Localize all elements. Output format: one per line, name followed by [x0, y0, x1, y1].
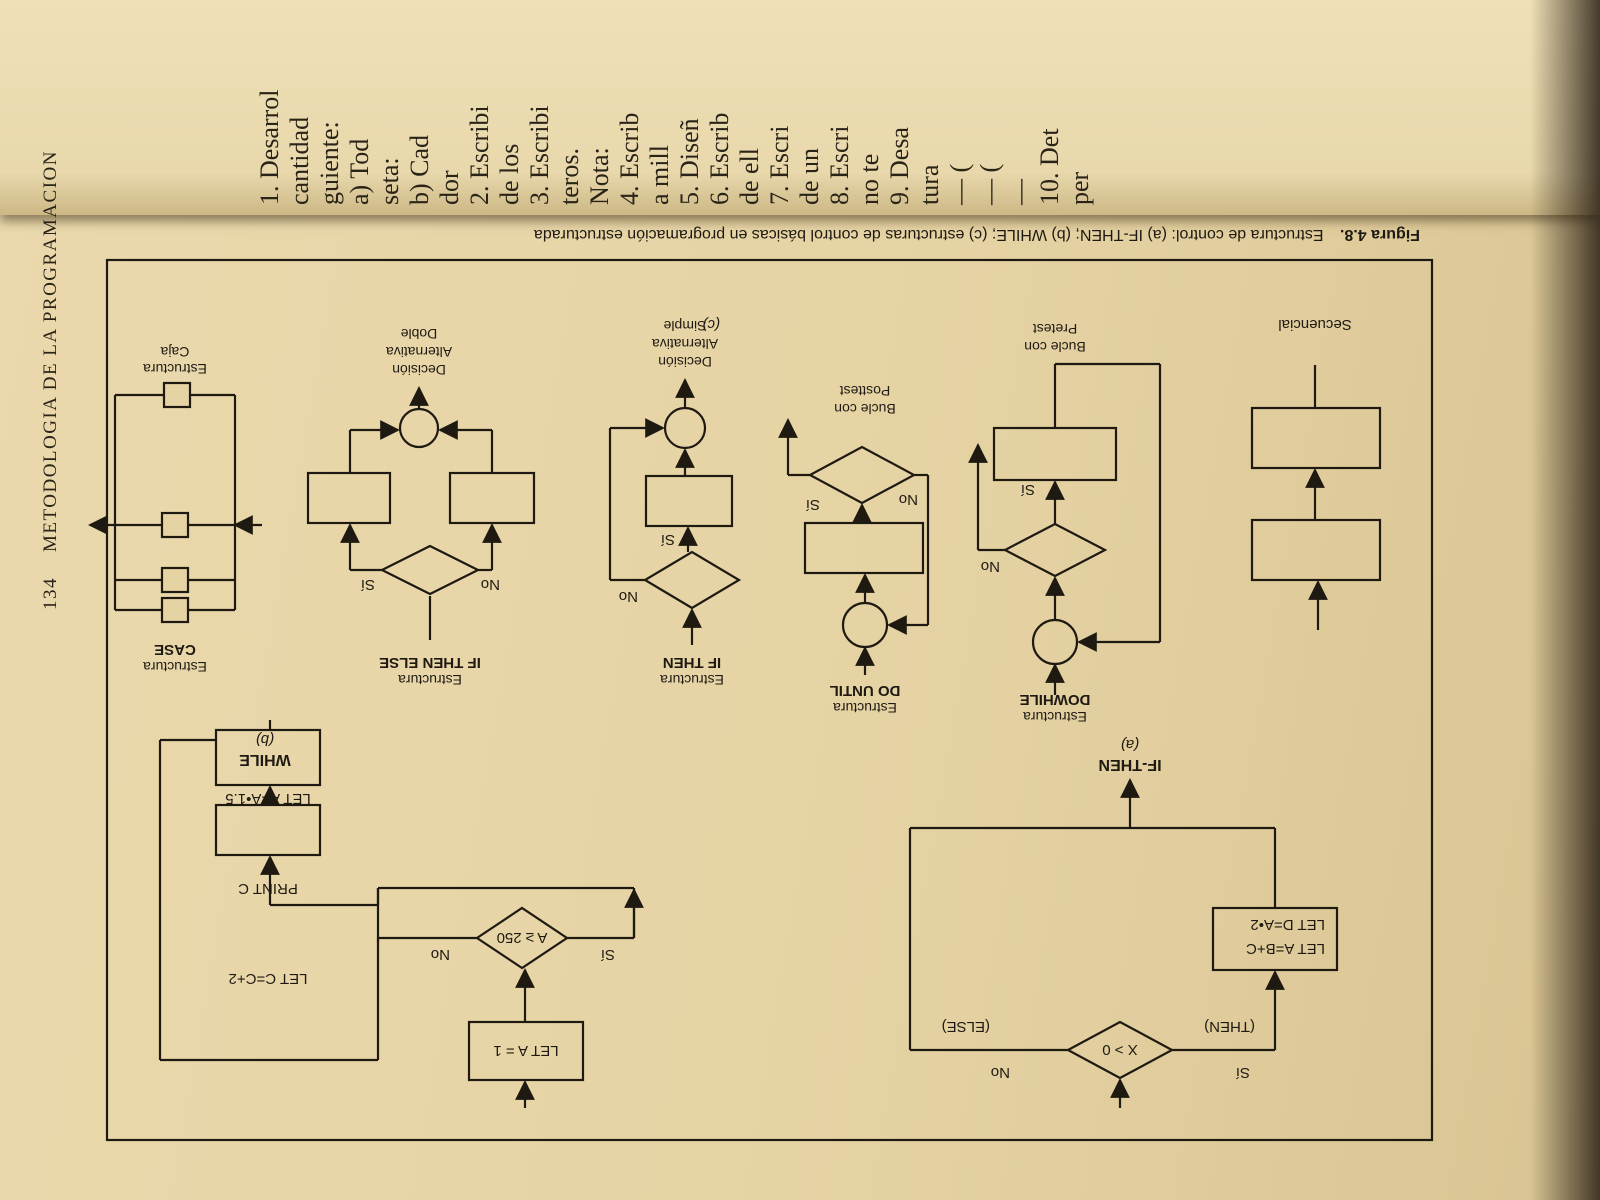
no-label: No: [899, 491, 918, 508]
yes-label: Sí: [360, 576, 375, 593]
figure-frame: [105, 258, 1434, 1142]
panel-c-dowhile: [968, 362, 1162, 695]
process-box: [803, 521, 925, 575]
structure-name: Estructura: [833, 700, 897, 716]
no-label: No: [431, 946, 450, 963]
structure-name: Estructura: [660, 672, 724, 688]
caption-text: Simple: [663, 318, 706, 334]
statement-text: LET D=A•2: [1250, 916, 1325, 933]
no-label: No: [619, 588, 638, 605]
case-box: [160, 566, 190, 594]
panel-letter: (c): [703, 316, 721, 333]
panel-c-ifthen: [608, 378, 742, 645]
figure-caption: Figura 4.8. Estructura de control: (a) I…: [534, 226, 1420, 243]
structure-name: IF THEN: [663, 654, 721, 671]
structure-name: DO UNTIL: [830, 682, 901, 699]
process-box: [1250, 518, 1382, 582]
statement-text: PRINT C: [238, 880, 298, 897]
caption-text: Bucle con: [1024, 339, 1085, 355]
process-box: [214, 803, 322, 857]
statement-text: LET C=C+2: [229, 970, 308, 987]
decision-diamond: [475, 906, 569, 970]
no-label: No: [981, 558, 1000, 575]
panel-letter: (b): [256, 731, 274, 748]
caption-text: Alternativa: [652, 336, 718, 352]
structure-name: Estructura: [1023, 709, 1087, 725]
structure-name: Estructura: [398, 672, 462, 688]
condition-text: X > 0: [1102, 1041, 1137, 1058]
decision-diamond: [1065, 1020, 1175, 1080]
panel-c-case: [88, 381, 262, 624]
panel-b: [158, 720, 644, 1108]
decision-diamond: [1002, 522, 1108, 578]
panel-c-dountil: [778, 418, 930, 675]
caption-body: Estructura de control: (a) IF-THEN; (b) …: [534, 226, 1324, 243]
caption-text: Posttest: [840, 383, 891, 399]
panel-a: [908, 778, 1339, 1108]
process-box: [992, 426, 1118, 482]
process-box: [448, 471, 536, 525]
statement-text: LET A=B+C: [1246, 940, 1325, 957]
decision-diamond: [807, 445, 917, 505]
case-box: [162, 381, 192, 409]
panel-c-ifthenelse: [306, 386, 536, 640]
caption-text: Alternativa: [386, 344, 452, 360]
caption-text: Decisión: [392, 362, 446, 378]
process-box: [1250, 406, 1382, 470]
caption-text: Decisión: [658, 354, 712, 370]
yes-label: Sí: [805, 496, 820, 513]
statement-text: LET A=A•1.5: [225, 790, 310, 807]
page-edge-shadow: [1530, 0, 1600, 1200]
panel-title: WHILE: [239, 751, 291, 768]
decision-diamond: [642, 550, 742, 610]
else-label: (ELSE): [942, 1018, 990, 1035]
panel-title: IF-THEN: [1098, 756, 1161, 773]
no-label: No: [991, 1064, 1010, 1081]
panel-letter: (a): [1121, 736, 1139, 753]
process-box: [644, 474, 734, 528]
yes-label: Sí: [1235, 1064, 1250, 1081]
case-box: [160, 596, 190, 624]
yes-label: Sí: [600, 946, 615, 963]
structure-name: CASE: [154, 641, 196, 658]
caption-text: Caja: [160, 344, 189, 360]
yes-label: Sí: [660, 531, 675, 548]
statement-text: LET A = 1: [493, 1042, 558, 1059]
process-box: [306, 471, 392, 525]
caption-text: Bucle con: [834, 401, 895, 417]
caption-text: Doble: [401, 326, 438, 342]
structure-name: DOWHILE: [1020, 691, 1091, 708]
then-label: (THEN): [1204, 1018, 1255, 1035]
caption-text: Secuencial: [1278, 316, 1351, 333]
decision-diamond: [379, 544, 481, 596]
caption-label: Figura 4.8.: [1340, 226, 1420, 243]
panel-c-secuencial: [1250, 365, 1382, 630]
condition-text: A ≥ 250: [497, 929, 548, 946]
case-box: [160, 511, 190, 539]
caption-text: Pretest: [1033, 321, 1077, 337]
structure-name: IF THEN ELSE: [379, 654, 481, 671]
caption-text: Estructura: [143, 361, 207, 377]
no-label: No: [481, 576, 500, 593]
structure-name: Estructura: [143, 659, 207, 675]
facing-page: 1. Desarrol cantidad guiente: a) Tod set…: [0, 0, 1600, 215]
yes-label: Sí: [1020, 481, 1035, 498]
process-box: [214, 728, 322, 787]
